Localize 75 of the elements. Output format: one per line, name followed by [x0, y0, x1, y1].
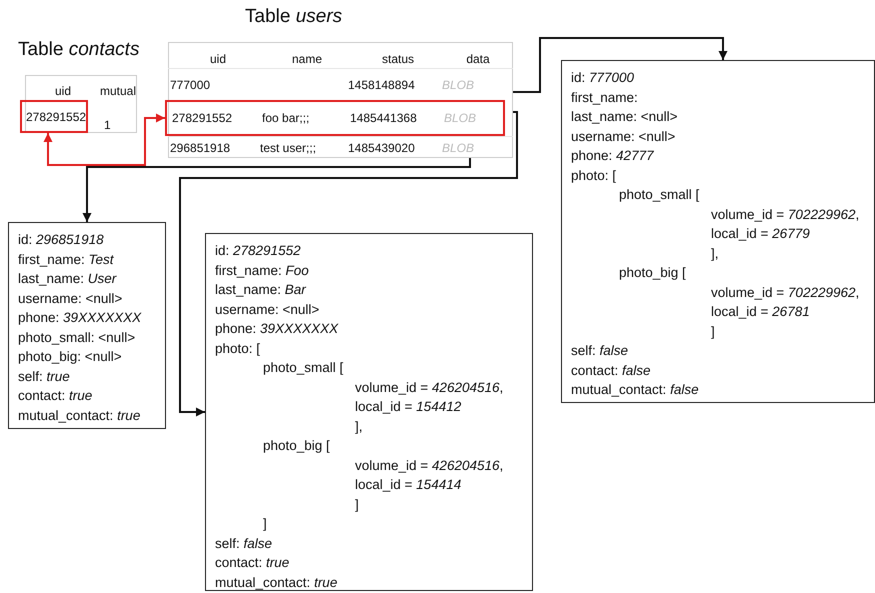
column-header: uid [210, 51, 226, 67]
record-field: photo: [ [571, 166, 616, 185]
record-field: photo_big [ [619, 263, 686, 282]
column-header: mutual [100, 83, 136, 99]
record-field: photo_small: <null> [18, 328, 136, 347]
record-field: first_name: Foo [215, 260, 309, 280]
table-value: 1485441368 [350, 110, 417, 126]
record-field: photo_big [ [263, 436, 330, 456]
record-field: ] [711, 322, 715, 341]
record-field: phone: 42777 [571, 146, 654, 166]
record-field: volume_id = 702229962, [711, 282, 860, 302]
table-value: 1485439020 [348, 140, 415, 156]
record-field: self: true [18, 366, 70, 386]
highlighted-uid [20, 100, 88, 133]
record-field: photo_small [ [263, 358, 344, 378]
record-field: local_id = 26779 [711, 224, 810, 244]
table-value: foo bar;;; [262, 110, 310, 126]
column-header: uid [55, 83, 71, 99]
column-header: name [292, 51, 322, 67]
record-field: ], [355, 416, 363, 436]
record-field: local_id = 154414 [355, 475, 462, 494]
connector-arrow [179, 111, 518, 416]
record-field: volume_id = 702229962, [711, 204, 860, 224]
record-field: username: <null> [571, 126, 676, 146]
record-field: photo: [ [215, 338, 260, 358]
record-field: local_id = 26781 [711, 302, 810, 322]
record-field: mutual_contact: true [215, 572, 338, 592]
record-field: mutual_contact: false [571, 380, 699, 400]
record-field: self: false [215, 534, 272, 553]
table-title: Table users [245, 5, 342, 29]
record-field: contact: true [18, 386, 92, 406]
record-field: first_name: Test [18, 250, 114, 269]
table-value: 278291552 [26, 109, 86, 125]
table-value: 1 [104, 117, 111, 133]
record-field: volume_id = 426204516, [355, 378, 504, 397]
connector-arrow [44, 114, 165, 166]
record-field: last_name: Bar [215, 280, 306, 300]
record-field: id: 296851918 [18, 230, 104, 250]
blob-value: BLOB [442, 140, 474, 156]
blob-value: BLOB [444, 110, 476, 126]
record-field: username: <null> [18, 288, 122, 308]
record-field: phone: 39XXXXXXX [215, 319, 338, 338]
record-field: first_name: [571, 88, 638, 107]
table-value: 777000 [170, 77, 210, 93]
record-field: contact: true [215, 553, 290, 572]
table-value: test user;;; [260, 140, 316, 156]
connector-arrow [513, 37, 728, 93]
blob-value: BLOB [442, 77, 474, 93]
table-value: 1458148894 [348, 77, 415, 93]
record-field: phone: 39XXXXXXX [18, 308, 142, 328]
record-card [561, 60, 875, 403]
record-field: last_name: <null> [571, 107, 678, 126]
table-title: Table contacts [18, 38, 140, 62]
record-field: mutual_contact: true [18, 406, 140, 425]
record-field: last_name: User [18, 269, 116, 288]
table-value: 278291552 [172, 110, 232, 126]
record-field: volume_id = 426204516, [355, 456, 504, 475]
record-field: username: <null> [215, 300, 320, 319]
record-field: ] [355, 494, 359, 514]
highlighted-row [165, 100, 505, 136]
record-field: ], [711, 244, 719, 263]
column-header: status [382, 51, 414, 67]
record-field: contact: false [571, 360, 651, 380]
column-header: data [466, 51, 490, 67]
table-value: 296851918 [170, 140, 230, 156]
record-card [205, 233, 533, 591]
record-field: ] [263, 514, 267, 534]
record-field: local_id = 154412 [355, 397, 462, 416]
connector-arrow [82, 158, 471, 222]
record-card [8, 222, 166, 429]
record-field: photo_small [ [619, 185, 700, 204]
record-field: id: 777000 [571, 68, 634, 88]
record-field: photo_big: <null> [18, 347, 122, 366]
record-field: self: false [571, 341, 628, 360]
record-field: id: 278291552 [215, 241, 301, 260]
